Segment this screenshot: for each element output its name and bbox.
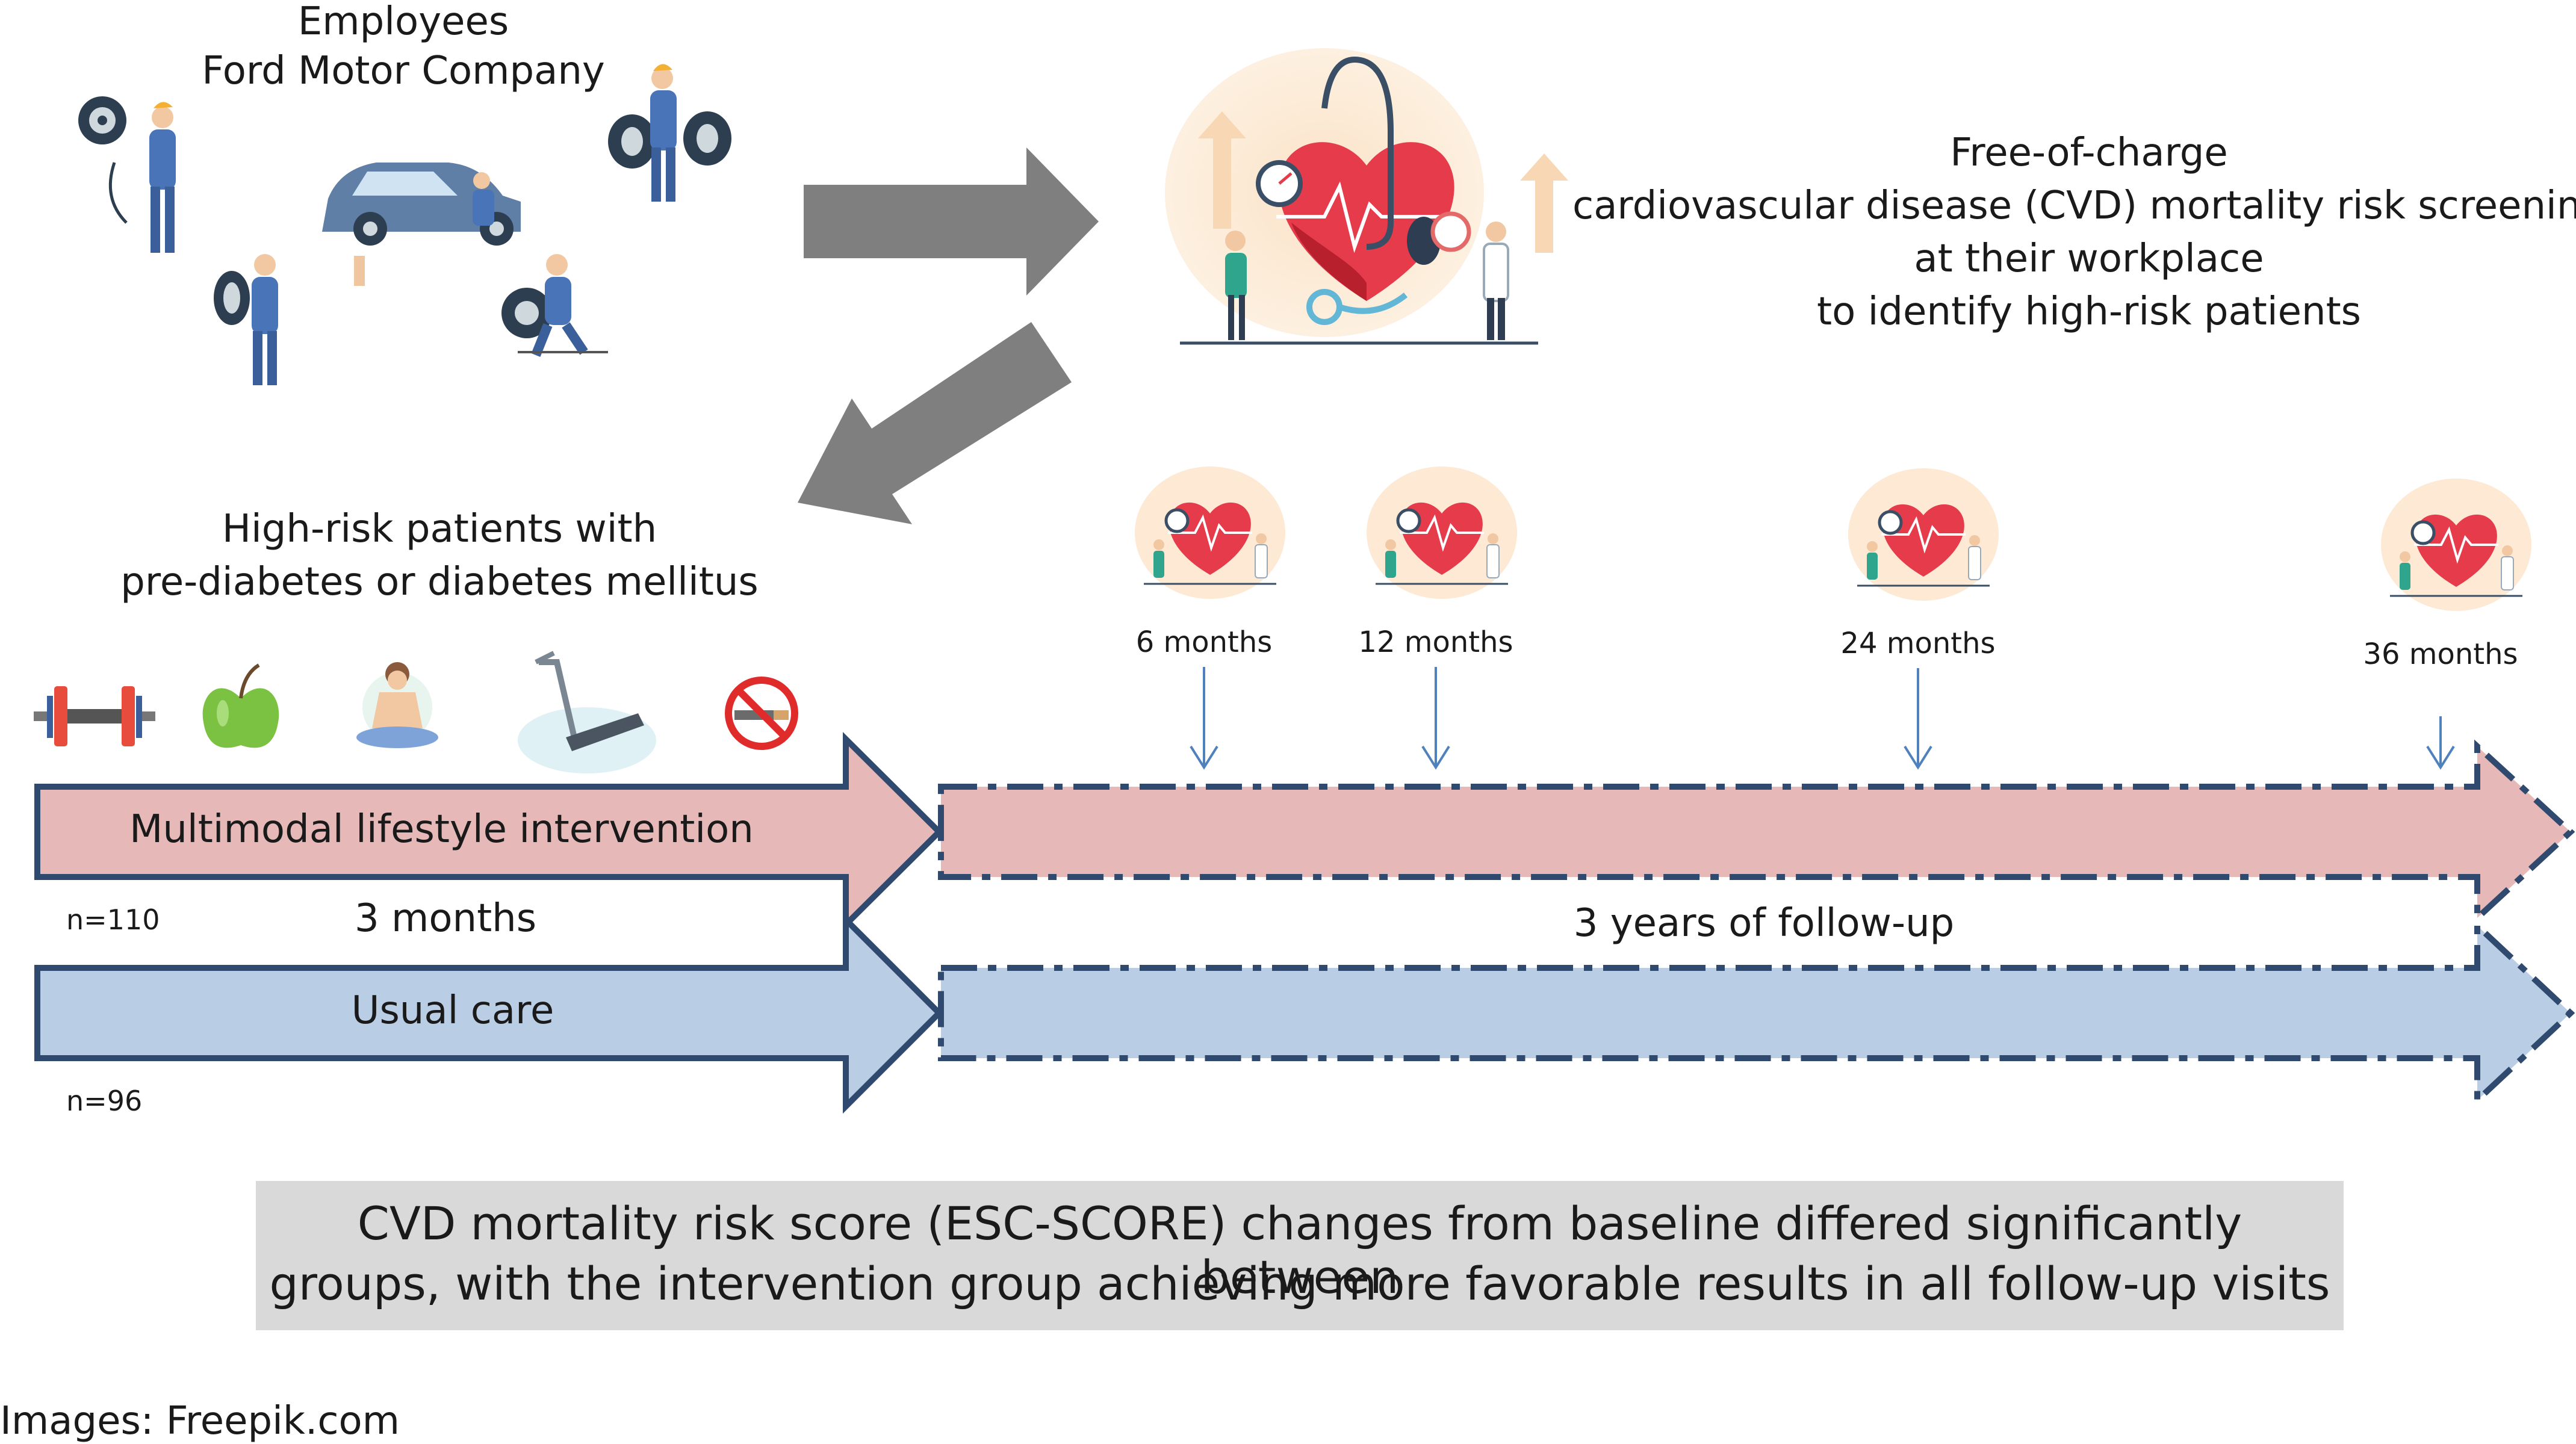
screening-heart-illustration — [1165, 48, 1568, 345]
intervention-followup-arrow — [938, 739, 2575, 925]
screening-line4: to identify high-risk patients — [1817, 290, 2361, 334]
control-followup-arrow — [938, 919, 2575, 1108]
intervention-label: Multimodal lifestyle intervention — [129, 807, 754, 852]
tool-icon — [354, 256, 365, 286]
patients-description: High-risk patients with pre-diabetes or … — [108, 503, 771, 609]
workers-illustration — [78, 64, 731, 385]
patients-line2: pre-diabetes or diabetes mellitus — [120, 560, 759, 604]
control-arrow — [34, 912, 944, 1114]
intervention-n: n=110 — [66, 903, 160, 936]
timepoint-arrow-36 — [2426, 716, 2455, 770]
screening-line2: cardiovascular disease (CVD) mortality r… — [1572, 184, 2576, 228]
timepoint-arrow-24 — [1904, 668, 1932, 770]
control-n: n=96 — [66, 1085, 143, 1117]
screening-line3: at their workplace — [1914, 237, 2264, 281]
timepoint-label-36: 36 months — [2363, 637, 2518, 671]
followup-heart-icon — [1848, 468, 1999, 601]
timepoint-arrow-6 — [1190, 667, 1218, 770]
screening-description: Free-of-charge cardiovascular disease (C… — [1553, 126, 2576, 338]
timepoint-arrows — [1190, 667, 2455, 770]
carrying-worker-icon — [214, 254, 278, 385]
apple-icon — [202, 663, 279, 748]
tire-stack-worker-icon — [608, 64, 731, 202]
dumbbell-icon — [34, 686, 155, 746]
patients-line1: High-risk patients with — [222, 507, 657, 551]
car-icon — [322, 163, 521, 246]
followup-heart-icon — [2381, 479, 2531, 611]
timepoint-arrow-12 — [1421, 667, 1450, 770]
control-label: Usual care — [351, 988, 554, 1033]
image-credit: Images: Freepik.com — [0, 1399, 400, 1443]
no-smoking-icon — [725, 677, 798, 750]
timepoint-label-12: 12 months — [1358, 625, 1513, 659]
tire-worker-icon — [78, 96, 176, 253]
followup-label: 3 years of follow-up — [1573, 901, 1955, 946]
followup-heart-icon — [1135, 466, 1285, 599]
followup-heart-icon — [1367, 466, 1517, 599]
source-line2: Ford Motor Company — [202, 48, 605, 93]
timepoint-label-6: 6 months — [1135, 625, 1273, 659]
summary-box: CVD mortality risk score (ESC-SCORE) cha… — [256, 1181, 2344, 1330]
process-arrow-right — [804, 147, 1099, 296]
process-arrow-down-left — [798, 322, 1072, 524]
intervention-duration: 3 months — [354, 896, 537, 941]
source-line1: Employees — [297, 0, 509, 44]
source-title: Employees Ford Motor Company — [169, 0, 638, 93]
screening-line1: Free-of-charge — [1950, 131, 2228, 175]
intervention-arrow — [34, 731, 944, 932]
timepoint-label-24: 24 months — [1840, 627, 1996, 660]
kneeling-worker-icon — [501, 254, 608, 357]
meditation-icon — [356, 662, 438, 748]
summary-line1: CVD mortality risk score (ESC-SCORE) cha… — [357, 1197, 2242, 1304]
treadmill-icon — [518, 651, 656, 773]
summary-line2: groups, with the intervention group achi… — [269, 1257, 2330, 1310]
